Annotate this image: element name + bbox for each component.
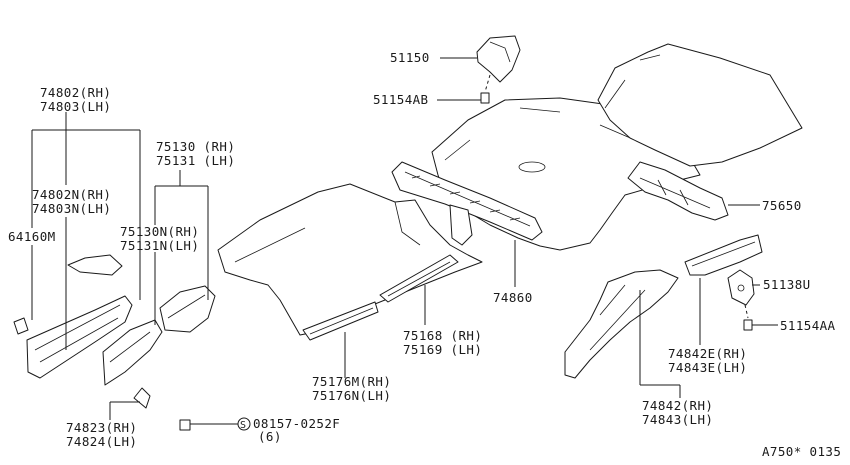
label-74860: 74860 xyxy=(493,290,533,305)
label-08157: 08157-0252F xyxy=(253,416,340,431)
floor-extension xyxy=(102,319,163,386)
label-64160M: 64160M xyxy=(8,229,56,244)
label-75130: 75130 (RH) xyxy=(156,139,235,154)
bolt-51154AB xyxy=(480,92,490,104)
label-75130N: 75130N(RH) xyxy=(120,224,199,239)
front-side-member xyxy=(26,295,133,379)
label-qty-6: (6) xyxy=(258,429,282,444)
label-74803: 74803(LH) xyxy=(40,99,111,114)
label-74842E: 74842E(RH) xyxy=(668,346,747,361)
leader-lines xyxy=(31,57,778,425)
rear-side-member xyxy=(627,161,729,221)
rear-frame-extension xyxy=(684,234,763,276)
label-51138U: 51138U xyxy=(763,277,811,292)
label-75176M: 75176M(RH) xyxy=(312,374,391,389)
label-74823: 74823(RH) xyxy=(66,420,137,435)
label-74843: 74843(LH) xyxy=(642,412,713,427)
label-75131: 75131 (LH) xyxy=(156,153,235,168)
bolt-51154AA xyxy=(743,319,753,331)
label-74802: 74802(RH) xyxy=(40,85,111,100)
label-75131N: 75131N(LH) xyxy=(120,238,199,253)
label-74803N: 74803N(LH) xyxy=(32,201,111,216)
cross-member xyxy=(391,161,543,246)
sill-inner-reinforcement xyxy=(302,301,379,341)
label-51154AA: 51154AA xyxy=(780,318,836,333)
label-74842: 74842(RH) xyxy=(642,398,713,413)
label-75650: 75650 xyxy=(762,198,802,213)
label-74824: 74824(LH) xyxy=(66,434,137,449)
label-51150: 51150 xyxy=(390,50,430,65)
side-member-bracket xyxy=(67,254,123,276)
label-75176N: 75176N(LH) xyxy=(312,388,391,403)
bracket-74823 xyxy=(133,387,151,409)
label-51154AB: 51154AB xyxy=(373,92,428,107)
diagram-code: A750* 0135 xyxy=(762,444,841,459)
trunk-floor-panel xyxy=(597,43,803,167)
bolt-08157 xyxy=(179,419,191,431)
outrigger-panel xyxy=(159,285,216,333)
rear-frame-member xyxy=(564,269,679,379)
bracket-51138U xyxy=(727,269,755,306)
clip-64160M xyxy=(13,317,29,335)
label-74843E: 74843E(LH) xyxy=(668,360,747,375)
s-symbol: S xyxy=(237,417,251,431)
floor-member xyxy=(379,254,459,303)
front-floor-panel xyxy=(217,183,483,336)
label-74802N: 74802N(RH) xyxy=(32,187,111,202)
label-75169: 75169 (LH) xyxy=(403,342,482,357)
bracket-51150 xyxy=(476,35,521,83)
label-75168: 75168 (RH) xyxy=(403,328,482,343)
s-symbol-text: S xyxy=(240,420,246,431)
